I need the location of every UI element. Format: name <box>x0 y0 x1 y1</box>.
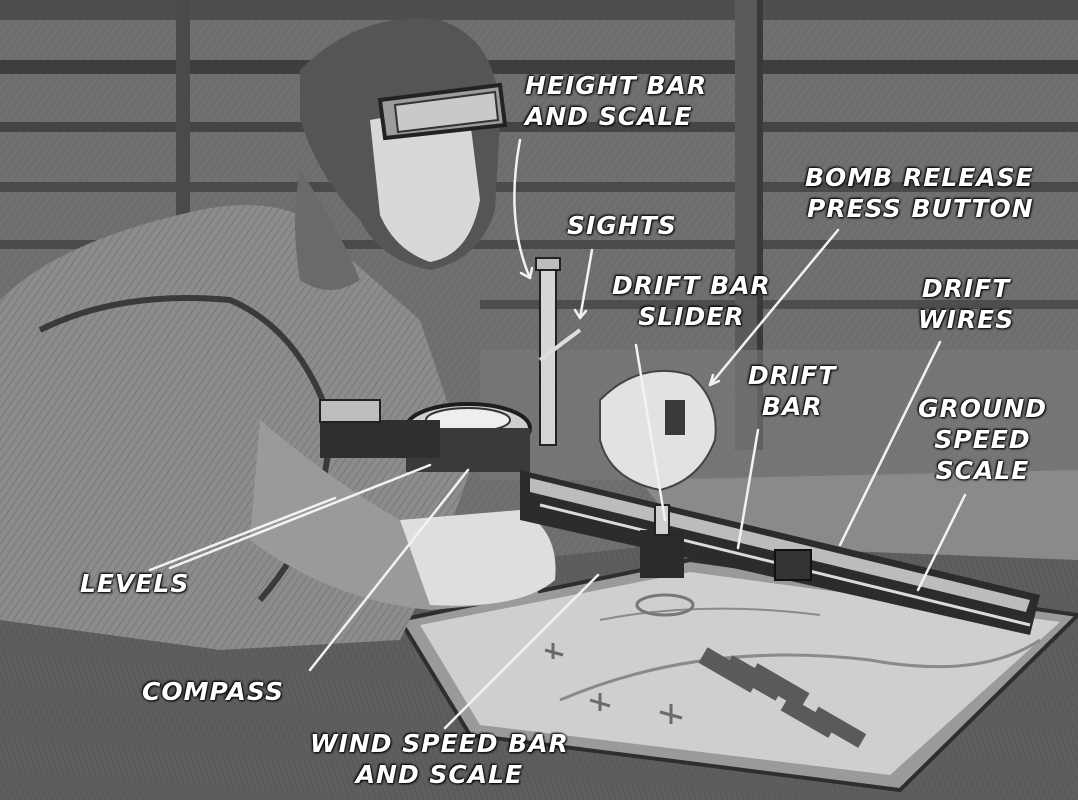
label-drift-wires: DRIFT WIRES <box>918 273 1014 335</box>
leader-wind-speed <box>443 573 600 730</box>
label-drift-bar: DRIFT BAR <box>748 360 836 422</box>
leader-height-bar <box>513 138 532 280</box>
label-line: DRIFT <box>921 274 1011 303</box>
label-line: SLIDER <box>638 302 745 331</box>
bomb-aimer-figure <box>0 18 717 650</box>
leader-sights <box>578 248 594 320</box>
leader-compass <box>308 468 470 672</box>
label-levels: LEVELS <box>80 568 189 599</box>
label-line: DRIFT <box>748 361 837 390</box>
label-line: SPEED <box>934 425 1031 454</box>
leader-ground-speed <box>916 493 967 592</box>
label-line: AND SCALE <box>525 102 693 131</box>
leader-drift-bar <box>736 428 760 550</box>
label-line: WIND SPEED BAR <box>310 729 569 758</box>
label-sights: SIGHTS <box>567 210 677 241</box>
label-line: SIGHTS <box>567 211 677 240</box>
bombsight-apparatus <box>319 257 1040 635</box>
label-line: AND SCALE <box>355 760 524 789</box>
label-bomb-release-press-button: BOMB RELEASE PRESS BUTTON <box>805 162 1034 224</box>
label-ground-speed-scale: GROUND SPEED SCALE <box>918 393 1047 486</box>
label-height-bar-and-scale: HEIGHT BAR AND SCALE <box>525 70 707 132</box>
leader-levels-b <box>168 463 432 570</box>
label-line: PRESS BUTTON <box>807 194 1034 223</box>
label-line: GROUND <box>918 394 1047 423</box>
leader-lines <box>148 138 967 730</box>
leader-bomb-release <box>708 228 840 387</box>
label-wind-speed-bar-and-scale: WIND SPEED BAR AND SCALE <box>310 728 569 790</box>
label-line: HEIGHT BAR <box>525 71 708 100</box>
leader-levels-a <box>148 496 337 572</box>
label-compass: COMPASS <box>142 676 284 707</box>
label-line: BOMB RELEASE <box>805 163 1034 192</box>
label-line: LEVELS <box>80 569 190 598</box>
label-line: BAR <box>761 392 823 421</box>
target-map-board <box>396 557 1078 793</box>
label-line: COMPASS <box>142 677 284 706</box>
label-drift-bar-slider: DRIFT BAR SLIDER <box>612 270 771 332</box>
label-line: SCALE <box>935 456 1030 485</box>
label-line: WIRES <box>918 305 1015 334</box>
label-line: DRIFT BAR <box>612 271 771 300</box>
leader-drift-bar-slider <box>634 343 667 522</box>
leader-drift-wires <box>838 340 942 547</box>
